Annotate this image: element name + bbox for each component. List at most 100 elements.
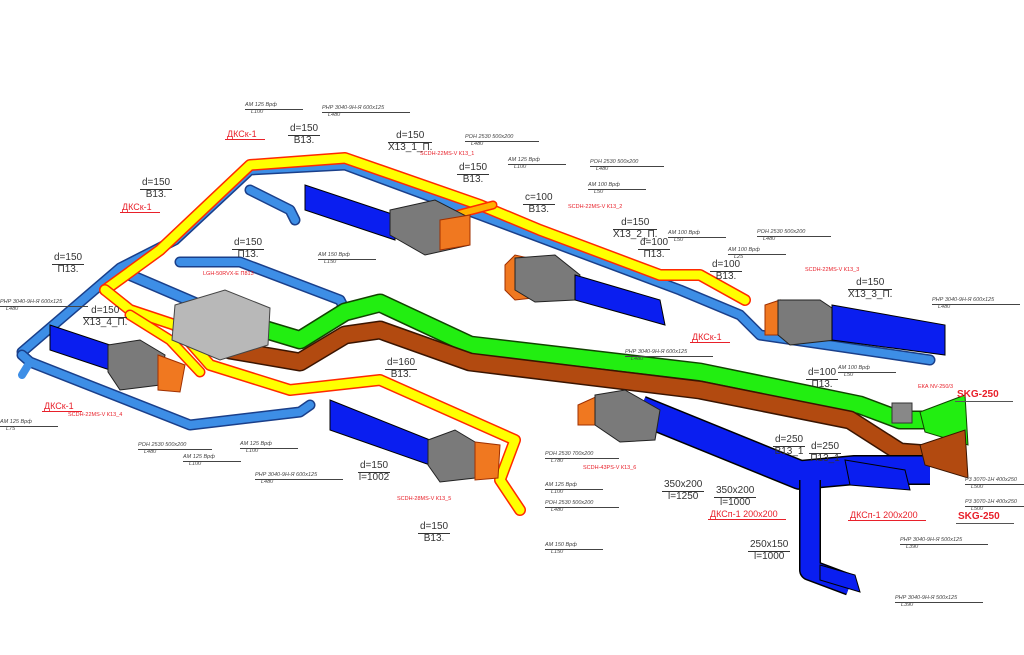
callout-line: d=100 xyxy=(806,367,839,380)
callout-line: ДКСп-1 200x200 xyxy=(708,509,786,521)
fan-coil-unit-k13-4 xyxy=(49,324,186,393)
callout-line: L100 xyxy=(251,108,264,115)
callout-line: В13. xyxy=(462,173,484,185)
callout-line: РНР 3040-9Н-Я 500x125 xyxy=(900,537,989,545)
outdoor-air-duct-green xyxy=(242,295,953,428)
callout-line: AM 100 Врф xyxy=(728,247,786,255)
callout-tag: ДКСк-1 xyxy=(42,401,82,413)
callout-line: РНР 3040-9Н-Я 600x125 xyxy=(255,472,344,480)
callout-line: П13. xyxy=(237,248,259,260)
grille-skg-250-bottom xyxy=(919,429,969,479)
callout-line: d=100 xyxy=(710,259,743,272)
callout-line: 350x200 xyxy=(662,479,705,492)
callout-line: ДКСк-1 xyxy=(225,129,265,141)
callout-line: d=150 xyxy=(52,252,85,265)
callout-line: ДКСк-1 xyxy=(120,202,160,214)
callout-line: L480 xyxy=(261,478,274,485)
callout-line: В13. xyxy=(145,188,167,200)
callout-line: РОН 2530 500x200 xyxy=(465,134,540,142)
callout-line: SKG-250 xyxy=(955,389,1013,402)
callout-line: AM 125 Врф xyxy=(508,157,566,165)
callout-line: П13. xyxy=(57,263,79,275)
callout-line: L480 xyxy=(938,303,951,310)
grille-rnr-500x125-lower xyxy=(819,564,861,593)
fan-coil-unit-k13-3 xyxy=(764,299,946,356)
supply-branch xyxy=(126,311,204,376)
callout-tag: ДКСп-1 200x200 xyxy=(848,510,926,522)
callout-red: SCDH-22MS-V К13_1 xyxy=(420,151,474,158)
exhaust-branch xyxy=(18,358,34,379)
callout-line: L75 xyxy=(6,425,16,432)
callout-line: d=150 xyxy=(848,277,893,290)
callout-line: d=150 xyxy=(83,305,128,318)
callout-line: РНР 3040-9Н-Я 500x125 xyxy=(895,595,984,603)
callout-line: AM 125 Врф xyxy=(245,102,303,110)
callout-red: SCDH-22MS-V К13_3 xyxy=(805,267,859,274)
callout-tag: ДКСп-1 200x200 xyxy=(708,509,786,521)
callout-line: В13. xyxy=(715,270,737,282)
callout-line: РНР 3040-9Н-Я 600x125 xyxy=(932,297,1021,305)
callout-line: РОН 2530 500x200 xyxy=(757,229,832,237)
callout-line: П13. xyxy=(811,378,833,390)
callout-line: L390 xyxy=(906,543,919,550)
callout-line: РНР 3040-9Н-Я 600x125 xyxy=(322,105,411,113)
callout-line: Р3 3070-1Н 400x250 xyxy=(965,477,1024,485)
callout-line: AM 100 Врф xyxy=(588,182,646,190)
callout-line: В13. xyxy=(293,134,315,146)
callout-line: SCDH-43PS-V К13_6 xyxy=(583,465,637,471)
callout-tag: ДКСк-1 xyxy=(225,129,265,141)
callout-line: В13. xyxy=(390,368,412,380)
callout-line: Х13_3_П. xyxy=(848,288,893,300)
callout-line: L150 xyxy=(551,548,564,555)
callout-line: d=250 xyxy=(773,434,806,447)
callout-line: РОН 2530 500x200 xyxy=(138,442,213,450)
callout-line: d=100 xyxy=(638,237,671,250)
fan-coil-unit-k13-5 xyxy=(329,399,501,483)
callout-line: П13. xyxy=(643,248,665,260)
callout-line: L480 xyxy=(328,111,341,118)
callout-line: L50 xyxy=(844,371,854,378)
callout-line: L100 xyxy=(514,163,527,170)
callout-line: l=1002 xyxy=(358,471,390,483)
callout-line: AM 125 Врф xyxy=(240,441,298,449)
callout-line: 350x200 xyxy=(714,485,757,498)
callout-line: L50 xyxy=(674,236,684,243)
callout-line: AM 125 Врф xyxy=(0,419,58,427)
callout-line: SKG-250 xyxy=(956,511,1014,524)
exhaust-air-duct-brown xyxy=(222,322,948,463)
callout-line: LGH-50RVX-E П813 xyxy=(203,271,254,277)
callout-tag: ДКСк-1 xyxy=(120,202,160,214)
callout-line: РОН 2530 500x200 xyxy=(590,159,665,167)
callout-line: AM 100 Врф xyxy=(838,365,896,373)
callout-line: В13. xyxy=(423,532,445,544)
callout-tagbig: SKG-250 xyxy=(956,511,1014,524)
callout-line: ДКСк-1 xyxy=(42,401,82,413)
callout-line: L480 xyxy=(596,165,609,172)
callout-line: d=160 xyxy=(385,357,418,370)
callout-line: L480 xyxy=(631,355,644,362)
callout-line: d=150 xyxy=(288,123,321,136)
callout-line: Х13_1_П. xyxy=(388,141,433,153)
